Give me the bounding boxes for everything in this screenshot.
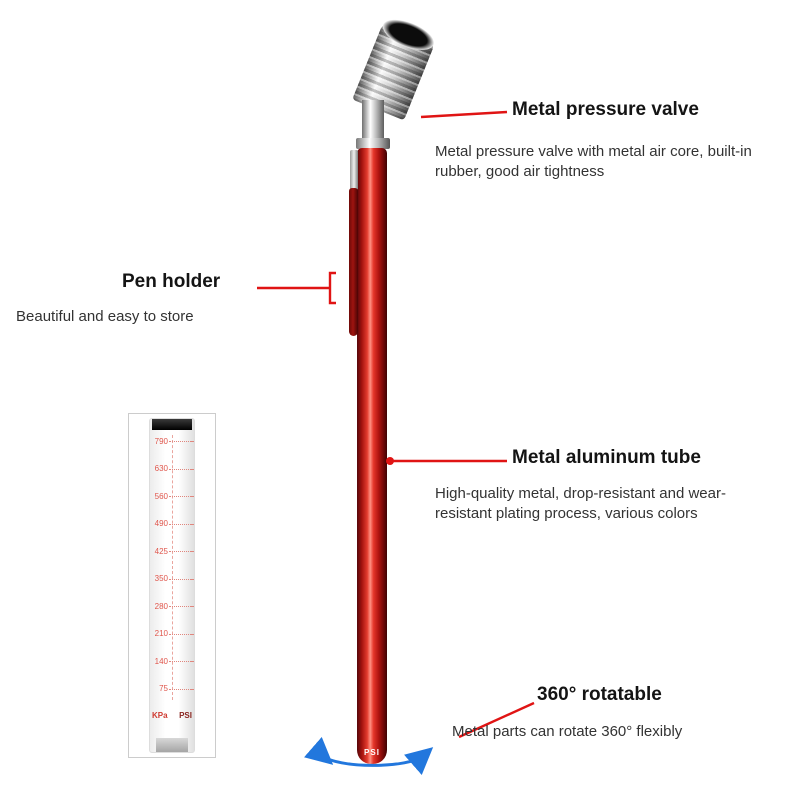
scale-tick-row: 280 — [150, 602, 194, 611]
scale-tick-minor — [190, 496, 194, 498]
scale-rod-end — [156, 738, 188, 752]
pen-clip-mount — [350, 150, 358, 190]
scale-tick-minor — [190, 688, 194, 690]
scale-tick-label: 560 — [154, 491, 168, 501]
scale-tick-label: 140 — [154, 656, 168, 666]
scale-tick-minor — [190, 551, 194, 553]
tube-collar — [356, 138, 390, 149]
scale-tick-line — [169, 496, 189, 498]
scale-tick-row: 210 — [150, 630, 194, 639]
pen-holder-description: Beautiful and easy to store — [16, 308, 194, 325]
valve-neck — [362, 100, 384, 144]
scale-tick-minor — [190, 578, 194, 580]
rotatable-description: Metal parts can rotate 360° flexibly — [452, 723, 683, 740]
aluminum-tube — [357, 148, 387, 764]
scale-tick-line — [169, 688, 189, 690]
scale-tick-label: 210 — [154, 629, 168, 639]
tube-psi-label: PSI — [364, 748, 380, 757]
scale-tick-minor — [190, 606, 194, 608]
scale-tick-line — [169, 606, 189, 608]
scale-tick-row: 140 — [150, 657, 194, 666]
scale-tick-row: 560 — [150, 492, 194, 501]
scale-tick-minor — [190, 468, 194, 470]
scale-tick-label: 490 — [154, 519, 168, 529]
pen-holder-title: Pen holder — [122, 271, 221, 292]
scale-tick-line — [169, 633, 189, 635]
scale-tick-row: 350 — [150, 575, 194, 584]
scale-tick-line — [169, 551, 189, 553]
scale-tick-label: 280 — [154, 601, 168, 611]
scale-tick-minor — [190, 523, 194, 525]
scale-tick-line — [169, 661, 189, 663]
scale-tick-row: 425 — [150, 547, 194, 556]
scale-units: KPa PSI — [152, 711, 192, 720]
scale-tick-line — [169, 523, 189, 525]
scale-tick-label: 630 — [154, 464, 168, 474]
pen-clip — [349, 188, 358, 336]
scale-tick-label: 350 — [154, 574, 168, 584]
valve-title: Metal pressure valve — [512, 99, 699, 120]
scale-tick-label: 790 — [154, 436, 168, 446]
scale-tick-minor — [190, 633, 194, 635]
scale-unit-psi: PSI — [179, 711, 192, 720]
valve-leader-line — [420, 110, 508, 119]
scale-tick-row: 630 — [150, 465, 194, 474]
scale-tick-minor — [190, 441, 194, 442]
scale-tick-line — [169, 578, 189, 580]
valve-description: Metal pressure valve with metal air core… — [435, 143, 752, 181]
tube-description: High-quality metal, drop-resistant and w… — [435, 485, 726, 523]
scale-tick-minor — [190, 661, 194, 663]
scale-ticks: 790 630 560 490 425 350 280 210 140 75 — [150, 437, 194, 694]
scale-unit-kpa: KPa — [152, 711, 168, 720]
scale-centerline — [172, 435, 173, 700]
pen-holder-bracket — [328, 271, 336, 305]
scale-rod: 790 630 560 490 425 350 280 210 140 75 K… — [149, 418, 195, 753]
scale-inset: 790 630 560 490 425 350 280 210 140 75 K… — [128, 413, 216, 758]
scale-tick-row: 790 — [150, 437, 194, 446]
rotatable-title: 360° rotatable — [537, 684, 662, 705]
scale-tick-row: 490 — [150, 520, 194, 529]
scale-rod-cap — [152, 419, 192, 430]
scale-tick-label: 75 — [159, 684, 168, 694]
scale-tick-row: 75 — [150, 685, 194, 694]
scale-tick-line — [169, 441, 189, 442]
scale-tick-line — [169, 468, 189, 470]
scale-tick-label: 425 — [154, 546, 168, 556]
tube-leader-dot — [386, 457, 394, 465]
tube-title: Metal aluminum tube — [512, 447, 701, 468]
